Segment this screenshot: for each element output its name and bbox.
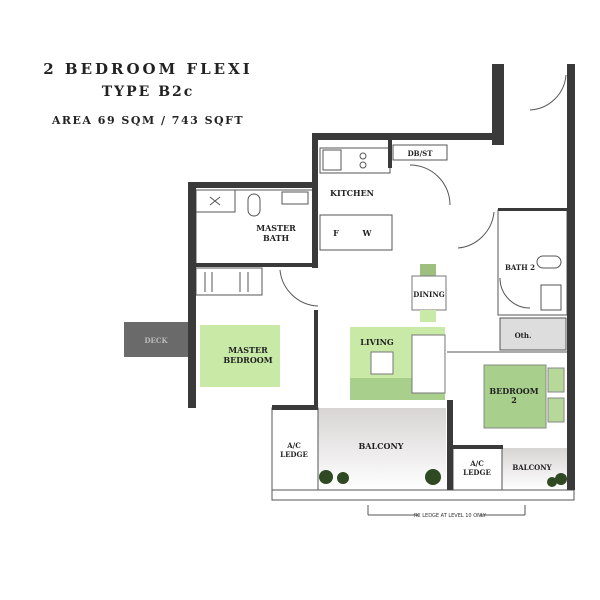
- plan-area: AREA 69 SQM / 743 SQFT: [51, 114, 245, 127]
- deck: [124, 322, 188, 357]
- kitchen-label: KITCHEN: [330, 188, 374, 198]
- ac-ledge-right-label-2: LEDGE: [463, 468, 491, 477]
- db-st: [392, 144, 448, 161]
- coffee-table: [370, 351, 394, 375]
- bedroom2-label: BEDROOM: [489, 386, 538, 396]
- ac-ledge-left-label: A/C: [286, 441, 301, 450]
- rc-ledge: [271, 489, 575, 501]
- dining-label: DINING: [413, 290, 444, 299]
- master-bath-label: MASTER: [256, 223, 296, 233]
- toilet-icon: [247, 193, 261, 217]
- door-swing: [409, 164, 451, 206]
- wardrobe: [195, 267, 263, 296]
- deck-label: DECK: [144, 336, 168, 345]
- db-st-label: DB/ST: [408, 149, 434, 158]
- plant-icon: [319, 469, 567, 487]
- master-bath-label-2: BATH: [263, 233, 289, 243]
- plan-title: 2 BEDROOM FLEXI: [43, 60, 253, 78]
- balcony-main-label: BALCONY: [359, 441, 404, 451]
- oth-room: [499, 317, 567, 351]
- balcony-right-label: BALCONY: [512, 463, 552, 472]
- oth-label: Oth.: [515, 331, 532, 340]
- master-bedroom-label-2: BEDROOM: [223, 355, 272, 365]
- ac-ledge-right-label: A/C: [469, 459, 484, 468]
- fridge-label: F: [333, 228, 339, 238]
- plan-type: TYPE B2c: [101, 84, 195, 100]
- rc-ledge-note: RC LEDGE AT LEVEL 10 ONLY: [414, 513, 487, 519]
- kitchen-counter: [319, 147, 391, 174]
- toilet-2-icon: [536, 255, 562, 269]
- bed-2: [483, 364, 547, 429]
- master-bedroom-label: MASTER: [228, 345, 268, 355]
- living-label: LIVING: [360, 337, 394, 347]
- washer-label: W: [362, 228, 373, 238]
- master-bed: [200, 325, 280, 387]
- bedroom2-label-2: 2: [511, 395, 517, 405]
- ac-ledge-left-label-2: LEDGE: [280, 450, 308, 459]
- sofa: [411, 334, 446, 394]
- bath2-label: BATH 2: [505, 263, 535, 272]
- walls: [188, 64, 575, 490]
